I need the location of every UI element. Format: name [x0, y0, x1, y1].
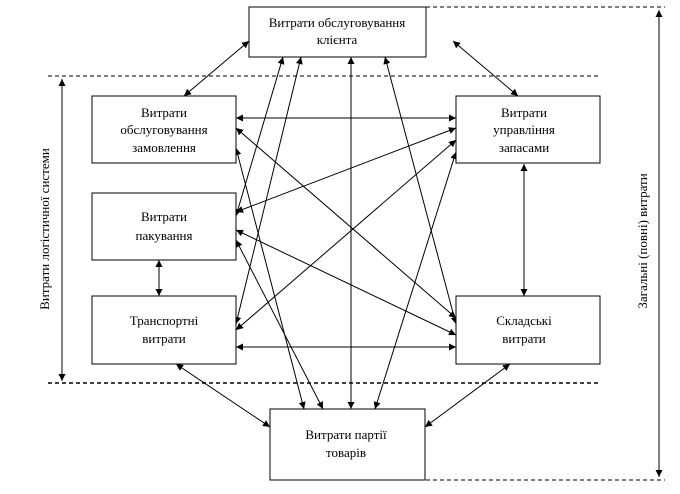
box-order-service-line-1: Витрати	[141, 105, 187, 120]
arrow-transport-inventory	[235, 139, 457, 331]
box-warehouse-line-1: Складські	[496, 313, 552, 328]
arrow-client-warehouse	[383, 56, 458, 325]
box-transport: Транспортні витрати	[91, 295, 237, 365]
arrow-order-warehouse	[235, 127, 457, 319]
box-packaging-line-1: Витрати	[141, 209, 187, 224]
arrow-client-packaging	[234, 56, 285, 217]
total-costs-label: Загальні (повні) витрати	[635, 173, 650, 308]
arrow-client-order	[183, 40, 250, 97]
arrow-packaging-warehouse	[235, 229, 457, 336]
box-client-service-line-2: клієнта	[317, 32, 358, 47]
connectors	[155, 40, 528, 428]
box-order-service: Витрати обслуговування замовлення	[91, 95, 237, 164]
box-packaging: Витрати пакування	[91, 192, 237, 261]
arrow-inventory-lot	[373, 151, 458, 410]
box-transport-line-2: витрати	[142, 331, 186, 346]
box-lot-cost-line-2: товарів	[326, 445, 366, 460]
box-client-service-line-1: Витрати обслуговування	[269, 15, 406, 30]
box-lot-cost: Витрати партії товарів	[269, 408, 426, 481]
box-warehouse-line-2: витрати	[502, 331, 546, 346]
arrow-packaging-lot	[235, 239, 324, 410]
arrow-order-lot	[234, 147, 306, 410]
box-inventory-line-1: Витрати	[501, 105, 547, 120]
box-packaging-line-2: пакування	[136, 228, 193, 243]
box-transport-line-1: Транспортні	[130, 313, 199, 328]
box-inventory-management: Витрати управління запасами	[455, 95, 601, 164]
box-inventory-line-3: запасами	[499, 140, 549, 155]
arrow-warehouse-lot	[424, 363, 511, 428]
box-warehouse: Складські витрати	[455, 295, 601, 365]
box-client-service: Витрати обслуговування клієнта	[248, 6, 427, 58]
box-inventory-line-2: управління	[493, 122, 555, 137]
logistics-system-label: Витрати логістичної системи	[37, 148, 52, 310]
arrow-client-inventory	[452, 40, 519, 97]
box-order-service-line-2: обслуговування	[120, 122, 207, 137]
box-lot-cost-line-1: Витрати партії	[305, 427, 387, 442]
arrow-transport-lot	[175, 363, 271, 428]
box-order-service-line-3: замовлення	[132, 140, 196, 155]
